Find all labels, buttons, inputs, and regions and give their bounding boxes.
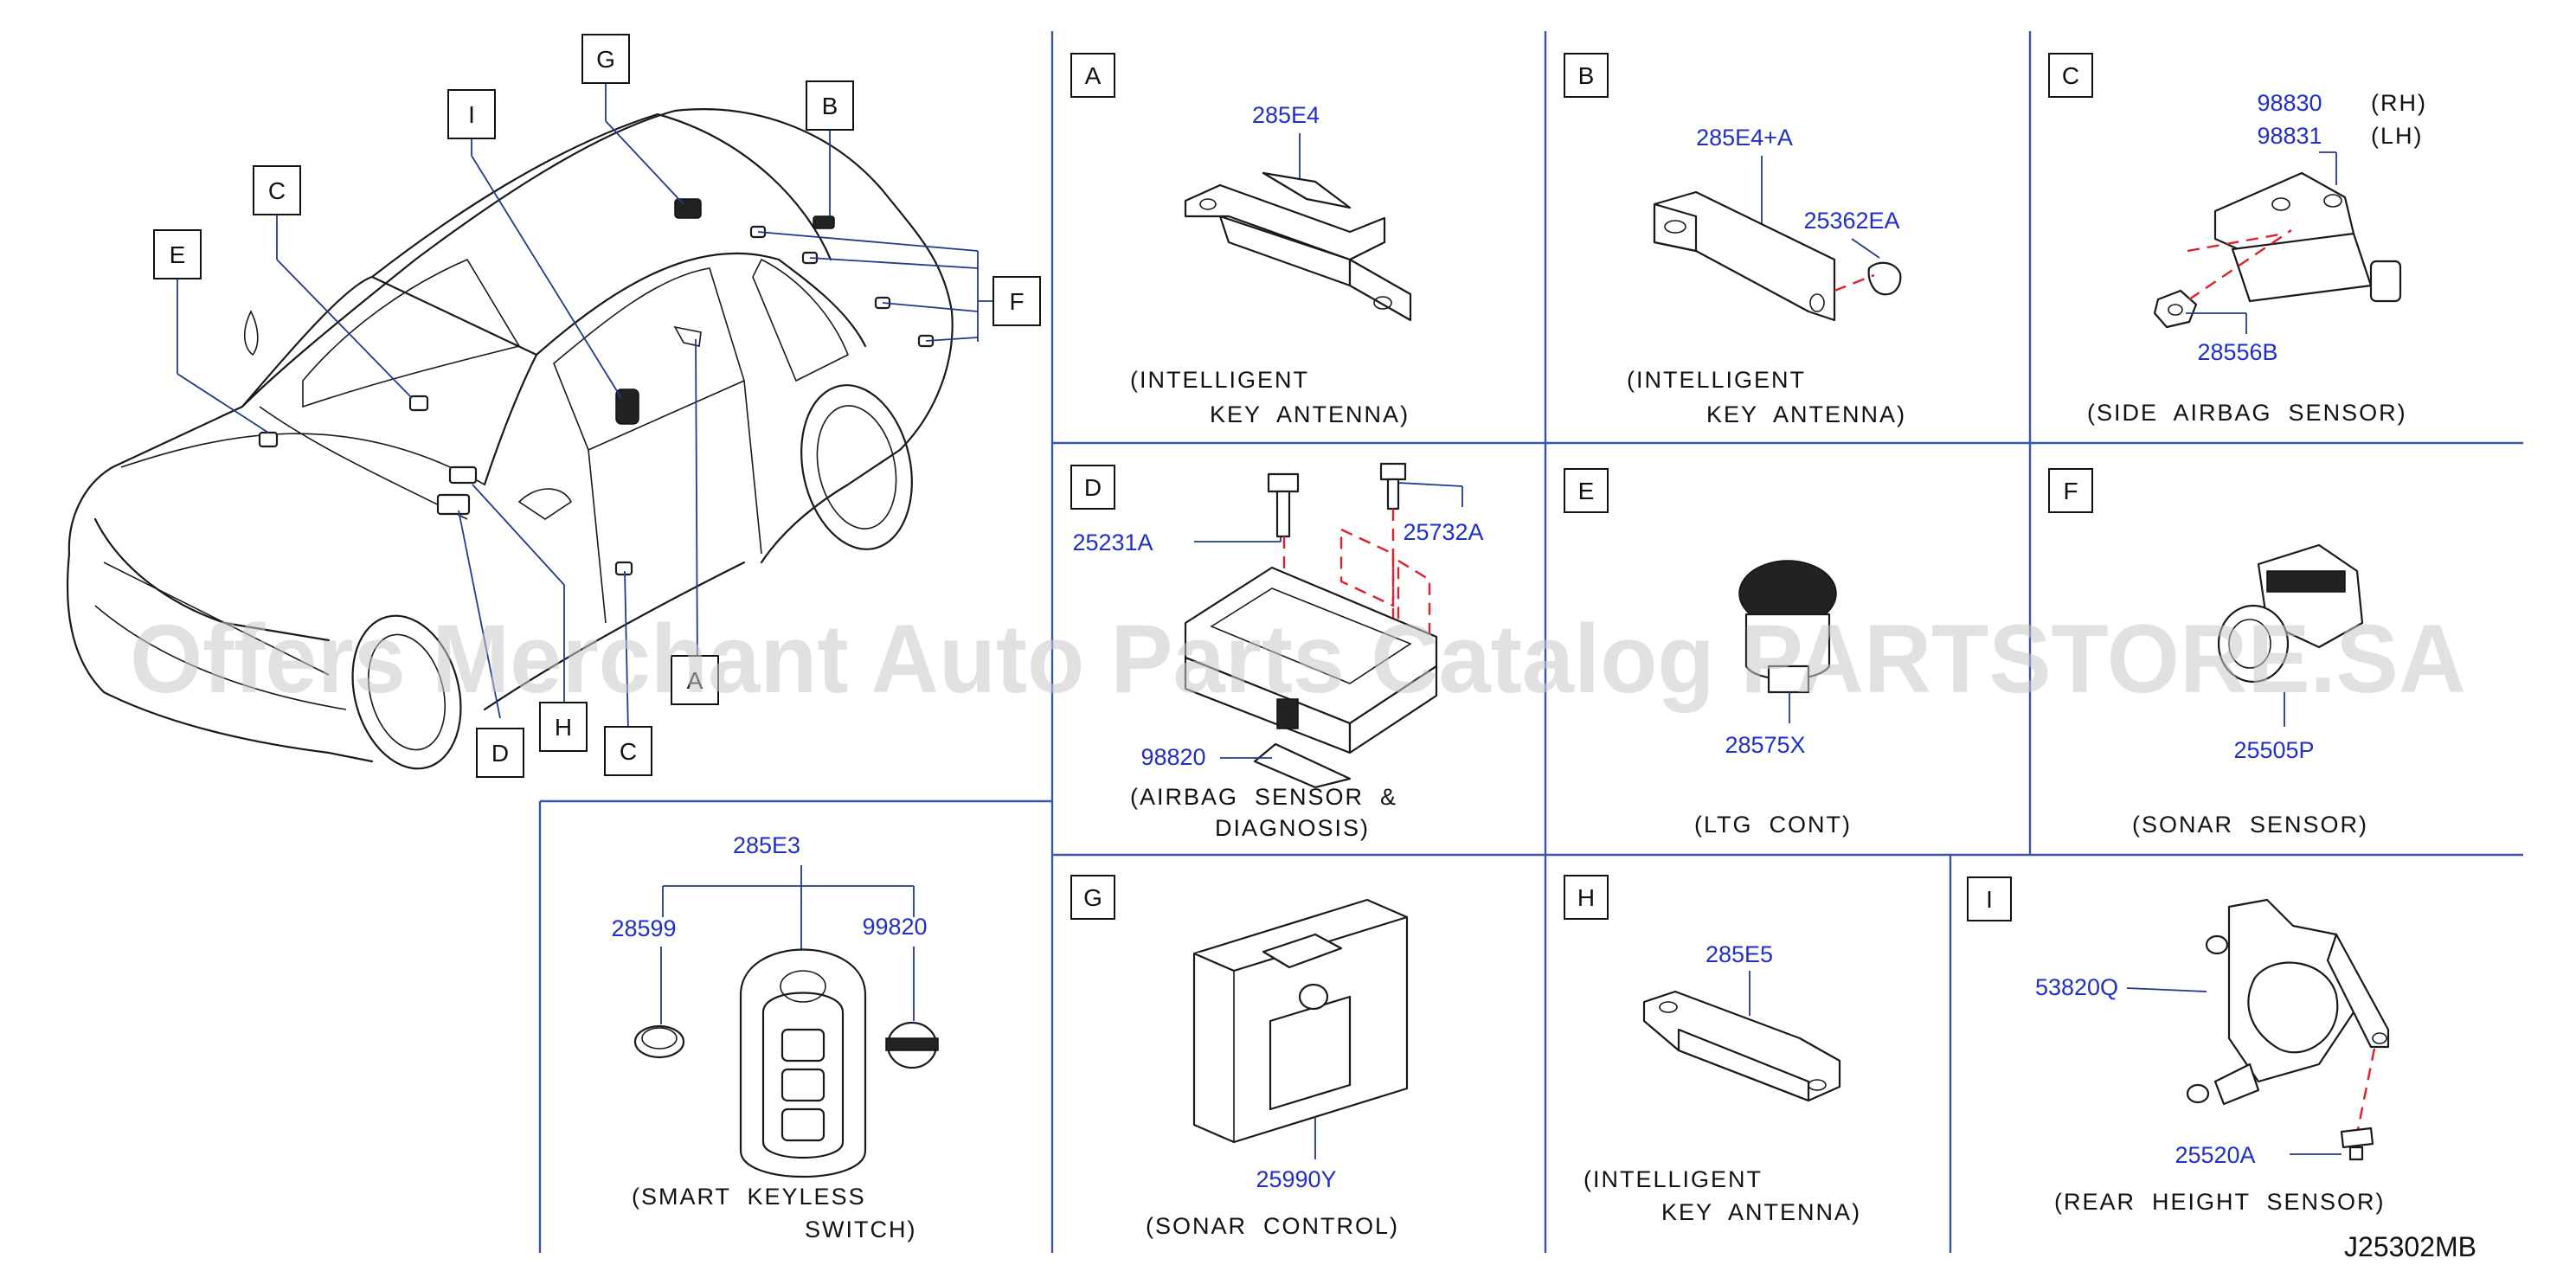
svg-text:B: B <box>822 93 838 119</box>
panel-d: D 25231A 25732A 98820 (AIRBAG SENSOR & D… <box>1070 462 1484 841</box>
part-99820: 99820 <box>862 914 927 940</box>
panel-h: H 285E5 (INTELLIGENT KEY ANTENNA) <box>1564 875 1861 1225</box>
part-25990Y: 25990Y <box>1256 1166 1336 1192</box>
panel-c-letter: C <box>2062 62 2079 89</box>
panel-g: G 25990Y (SONAR CONTROL) <box>1070 875 1409 1239</box>
panel-f: F 25505P (SONAR SENSOR) <box>2048 468 2368 838</box>
svg-text:G: G <box>596 46 615 73</box>
vehicle-callout-leaders <box>177 80 997 733</box>
part-98831: 98831 <box>2257 123 2322 149</box>
panel-h-letter: H <box>1577 884 1595 911</box>
panel-g-letter: G <box>1083 884 1102 911</box>
caption-h-line1: (INTELLIGENT <box>1584 1166 1763 1192</box>
panel-b-letter: B <box>1578 62 1595 89</box>
panel-a-letter: A <box>1085 62 1102 89</box>
part-28599: 28599 <box>611 915 676 941</box>
part-285E5: 285E5 <box>1706 941 1773 967</box>
part-25362EA: 25362EA <box>1803 208 1899 234</box>
diagram-code: J25302MB <box>2344 1231 2476 1262</box>
callout-c-top: C <box>253 165 301 215</box>
callout-d: D <box>476 728 524 778</box>
svg-text:H: H <box>555 714 572 741</box>
svg-text:D: D <box>491 740 509 767</box>
panel-i: I 53820Q 25520A (REAR HEIGHT SENSOR) <box>1967 876 2390 1215</box>
watermark-text: Offers Merchant Auto Parts Catalog PARTS… <box>130 605 2466 713</box>
panel-f-letter: F <box>2063 478 2078 504</box>
panel-d-letter: D <box>1084 474 1102 501</box>
caption-a-line1: (INTELLIGENT <box>1130 367 1309 393</box>
caption-key-line1: (SMART KEYLESS <box>632 1184 866 1210</box>
callout-i: I <box>447 89 496 139</box>
caption-d-line2: DIAGNOSIS) <box>1215 815 1370 841</box>
panel-i-letter: I <box>1986 886 1993 913</box>
callout-a: A <box>671 655 719 705</box>
caption-e: (LTG CONT) <box>1694 812 1852 838</box>
panel-smart-key: 285E3 28599 99820 (SMART KEYLESS SWITCH) <box>611 832 939 1242</box>
caption-b-line2: KEY ANTENNA) <box>1706 401 1906 427</box>
caption-c: (SIDE AIRBAG SENSOR) <box>2087 400 2407 426</box>
callout-c-bottom: C <box>604 726 652 776</box>
panel-a: A 285E4 (INTELLIGENT KEY ANTENNA) <box>1070 53 1412 427</box>
caption-g: (SONAR CONTROL) <box>1146 1213 1399 1239</box>
caption-i: (REAR HEIGHT SENSOR) <box>2054 1189 2386 1215</box>
panel-e-letter: E <box>1578 478 1595 504</box>
part-28556B: 28556B <box>2197 339 2277 365</box>
vehicle-overview <box>66 108 954 770</box>
part-25231A: 25231A <box>1072 530 1153 555</box>
caption-d-line1: (AIRBAG SENSOR & <box>1130 784 1397 810</box>
svg-text:E: E <box>170 241 186 268</box>
callout-h: H <box>539 702 588 752</box>
caption-a-line2: KEY ANTENNA) <box>1210 401 1410 427</box>
side-rh: (RH) <box>2371 90 2427 116</box>
panel-b: B 285E4+A 25362EA (INTELLIGENT KEY ANTEN… <box>1564 53 1906 427</box>
part-98830: 98830 <box>2257 90 2322 116</box>
part-285E4: 285E4 <box>1252 102 1320 128</box>
callout-e: E <box>153 229 202 279</box>
part-285E3: 285E3 <box>733 832 800 858</box>
callout-g: G <box>581 34 630 84</box>
svg-text:A: A <box>687 667 703 694</box>
svg-text:I: I <box>468 101 475 128</box>
callout-b: B <box>806 80 854 131</box>
panel-e: E 28575X (LTG CONT) <box>1564 468 1852 838</box>
caption-key-line2: SWITCH) <box>805 1217 916 1242</box>
part-28575X: 28575X <box>1725 732 1805 758</box>
vehicle-callouts: E C I G B F A H D C <box>153 34 1041 778</box>
part-53820Q: 53820Q <box>2035 974 2118 1000</box>
svg-text:F: F <box>1009 288 1024 315</box>
panel-grid <box>538 31 2523 1253</box>
caption-f: (SONAR SENSOR) <box>2132 812 2368 838</box>
callout-f: F <box>992 276 1041 326</box>
part-25520A: 25520A <box>2175 1142 2255 1168</box>
side-lh: (LH) <box>2371 123 2424 149</box>
caption-b-line1: (INTELLIGENT <box>1627 367 1806 393</box>
part-25732A: 25732A <box>1403 519 1483 545</box>
part-285E4-A: 285E4+A <box>1696 125 1793 151</box>
panel-c: C 98830 98831 (RH) (LH) 28556B (SIDE AIR… <box>2048 53 2427 426</box>
svg-text:C: C <box>620 738 637 765</box>
part-98820: 98820 <box>1140 744 1205 770</box>
part-25505P: 25505P <box>2233 737 2314 763</box>
svg-text:C: C <box>268 177 286 204</box>
caption-h-line2: KEY ANTENNA) <box>1661 1199 1861 1225</box>
